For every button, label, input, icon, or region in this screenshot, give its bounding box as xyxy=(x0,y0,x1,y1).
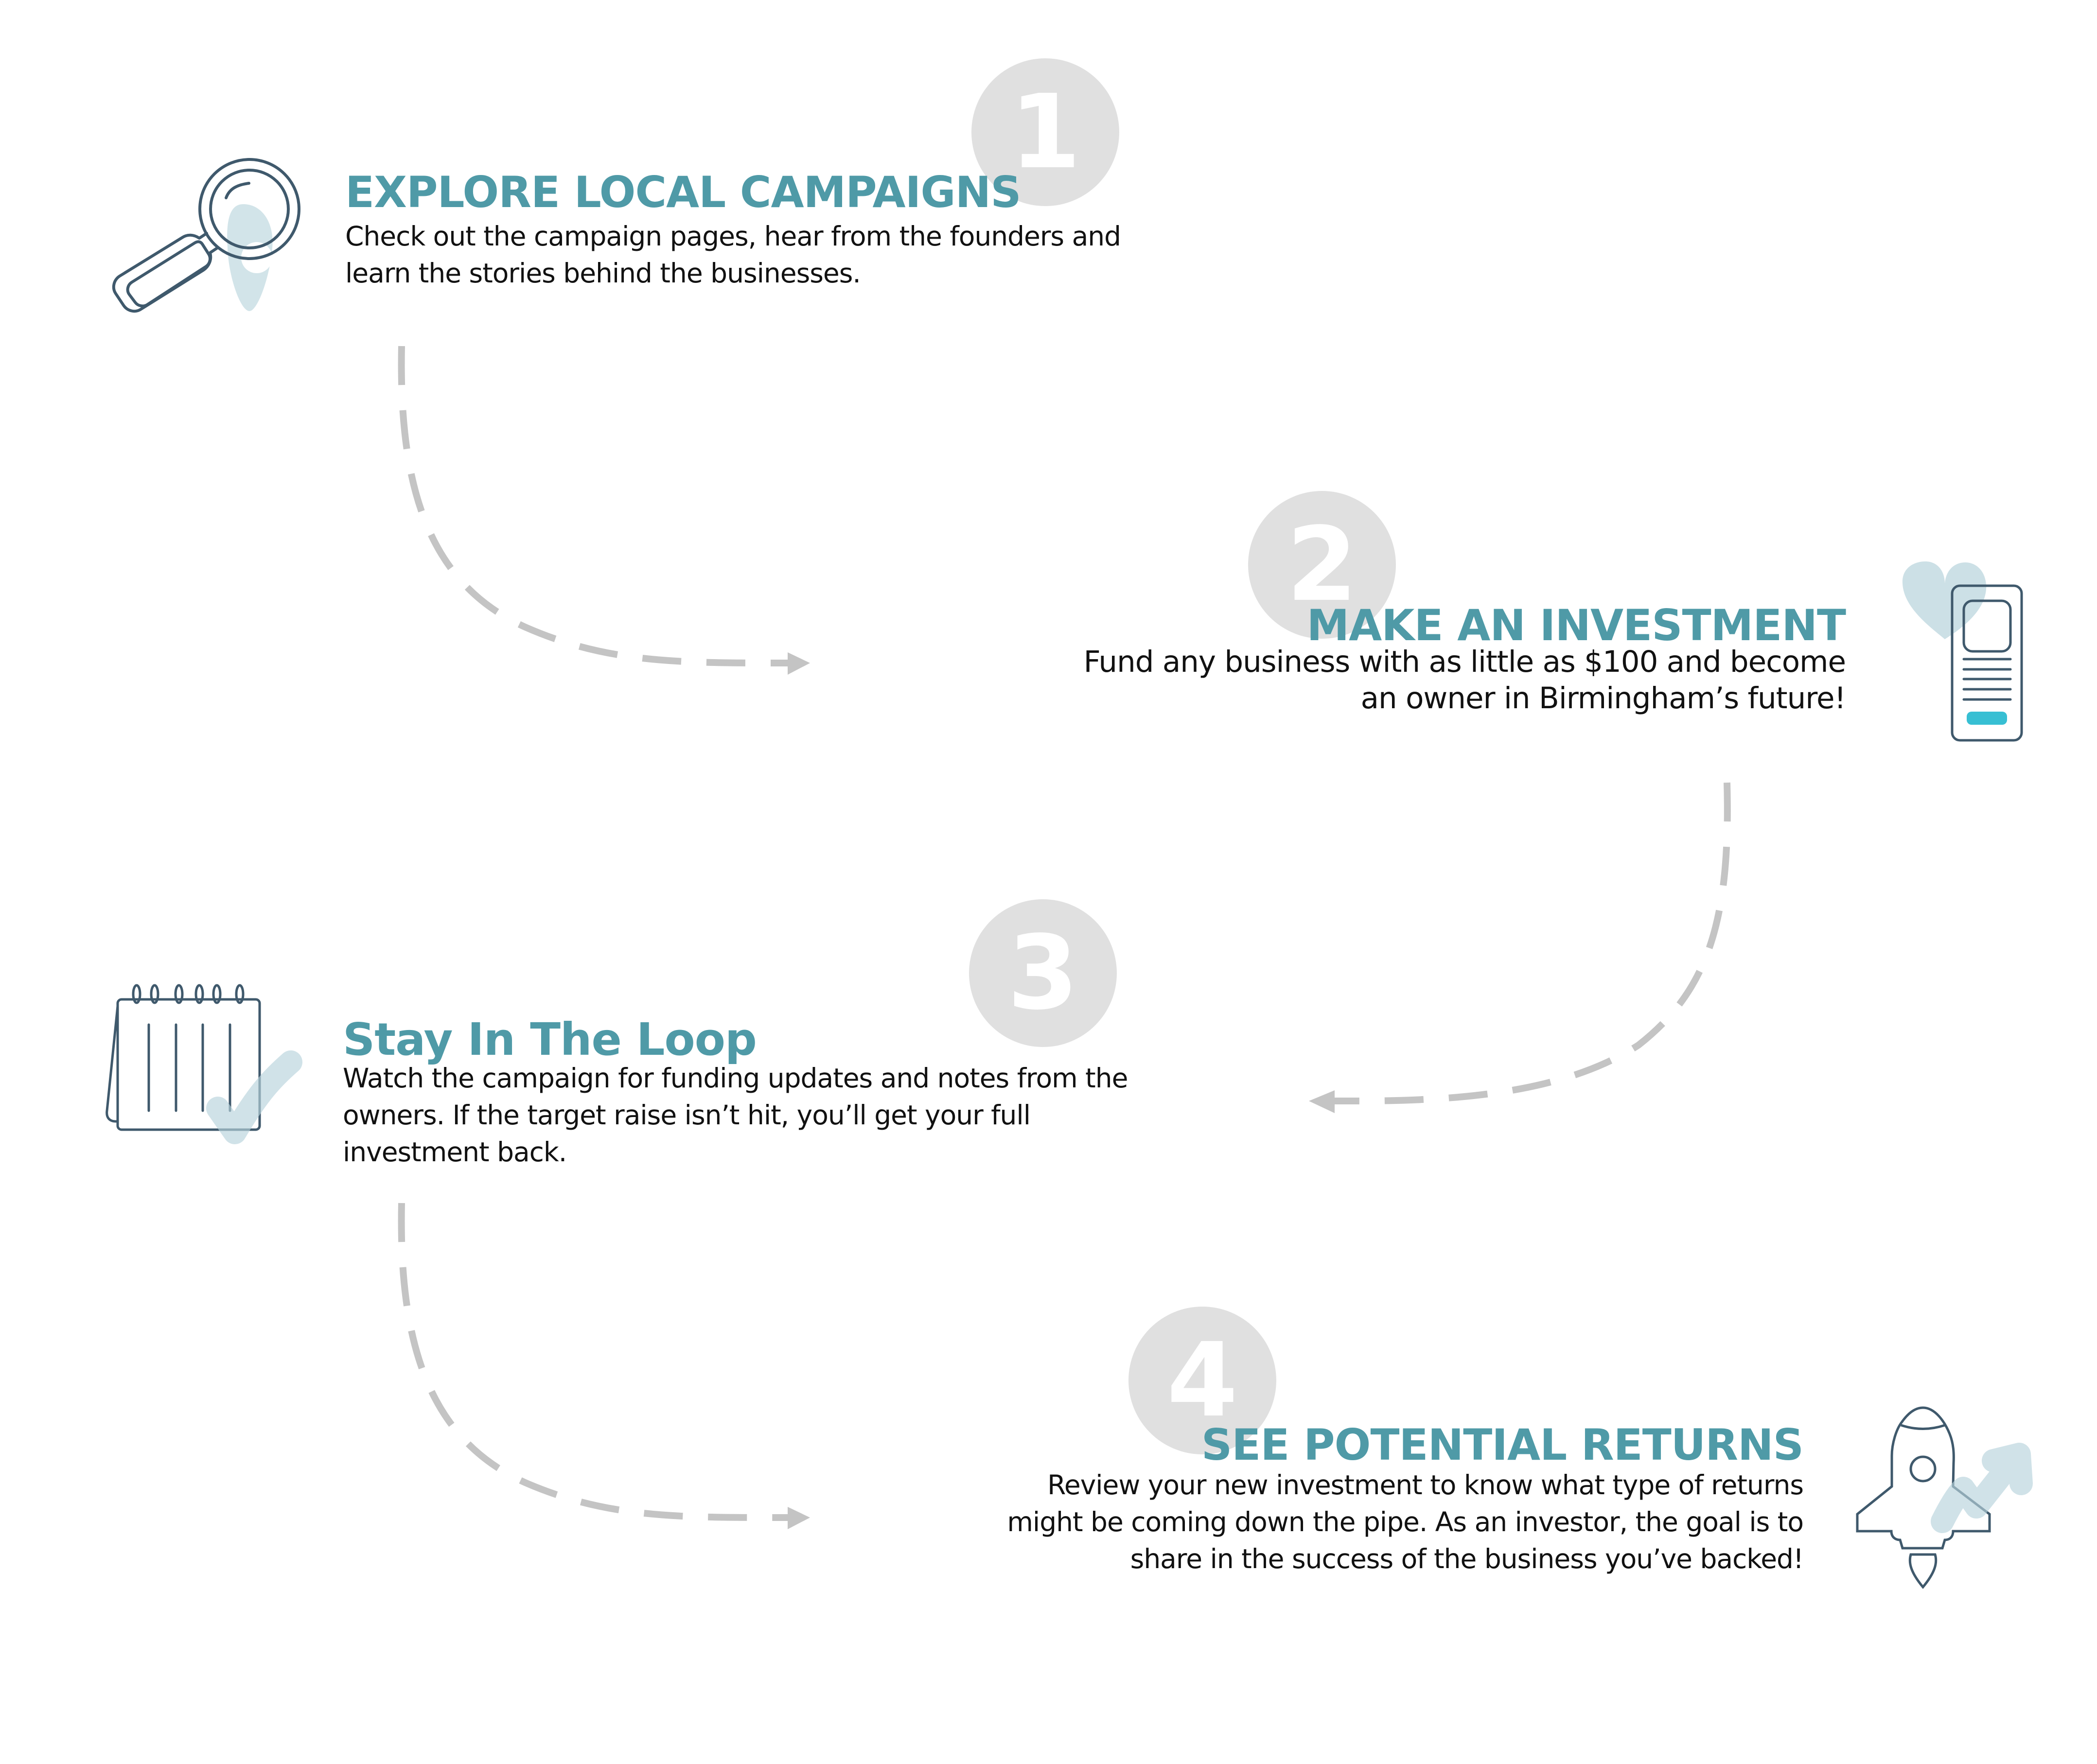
description-line: Watch the campaign for funding updates a… xyxy=(343,1063,1128,1094)
step-number-badge: 3 xyxy=(969,899,1117,1047)
step-title: EXPLORE LOCAL CAMPAIGNS xyxy=(345,167,1022,217)
heart-highlight xyxy=(1902,561,1987,639)
growth-arrow-highlight xyxy=(1931,1443,2033,1533)
description-line: learn the stories behind the businesses. xyxy=(345,258,861,289)
step-description: Watch the campaign for funding updates a… xyxy=(343,1060,1128,1170)
step-number: 3 xyxy=(1007,913,1079,1032)
step-number: 4 xyxy=(1166,1321,1238,1440)
phone-button xyxy=(1967,712,2007,725)
arrow-step1-to-step2 xyxy=(398,346,788,667)
calendar-check-icon xyxy=(106,984,302,1144)
description-line: might be coming down the pipe. As an inv… xyxy=(1007,1506,1804,1537)
description-line: an owner in Birmingham’s future! xyxy=(1360,681,1846,716)
rocket-growth-icon xyxy=(1856,1406,2033,1589)
description-line: share in the success of the business you… xyxy=(1130,1543,1804,1574)
description-line: Check out the campaign pages, hear from … xyxy=(345,221,1121,252)
calendar-body xyxy=(116,998,261,1131)
arrowhead-2 xyxy=(1309,1090,1335,1113)
arrowhead-1 xyxy=(788,652,810,675)
description-line: investment back. xyxy=(343,1136,567,1168)
description-line: Review your new investment to know what … xyxy=(1047,1469,1804,1501)
phone-body xyxy=(1951,584,2023,742)
checkmark-highlight xyxy=(206,1050,302,1144)
rocket-flame xyxy=(1908,1553,1938,1589)
arrow-step2-to-step3 xyxy=(1334,782,1731,1105)
phone-screen xyxy=(1962,599,2012,653)
arrow-step3-to-step4 xyxy=(398,1203,788,1521)
step-number: 1 xyxy=(1009,72,1081,192)
step-number-badge: 1 xyxy=(971,58,1119,206)
step-number-badge: 4 xyxy=(1128,1307,1276,1454)
description-line: Fund any business with as little as $100… xyxy=(1083,645,1846,679)
step-description: Review your new investment to know what … xyxy=(1007,1467,1804,1577)
rocket-body xyxy=(1856,1406,1991,1550)
step-description: Check out the campaign pages, hear from … xyxy=(345,218,1121,292)
phone-heart-icon xyxy=(1902,561,2023,742)
step-number-badge: 2 xyxy=(1248,491,1396,639)
arrowhead-3 xyxy=(788,1507,810,1529)
step-title: SEE POTENTIAL RETURNS xyxy=(1201,1420,1804,1470)
step-description: Fund any business with as little as $100… xyxy=(1084,644,1846,716)
magnifying-glass-icon xyxy=(112,158,300,313)
description-line: owners. If the target raise isn’t hit, y… xyxy=(343,1100,1031,1131)
step-number: 2 xyxy=(1286,505,1358,624)
step-title: MAKE AN INVESTMENT xyxy=(1306,600,1846,650)
step-title: Stay In The Loop xyxy=(343,1013,757,1065)
